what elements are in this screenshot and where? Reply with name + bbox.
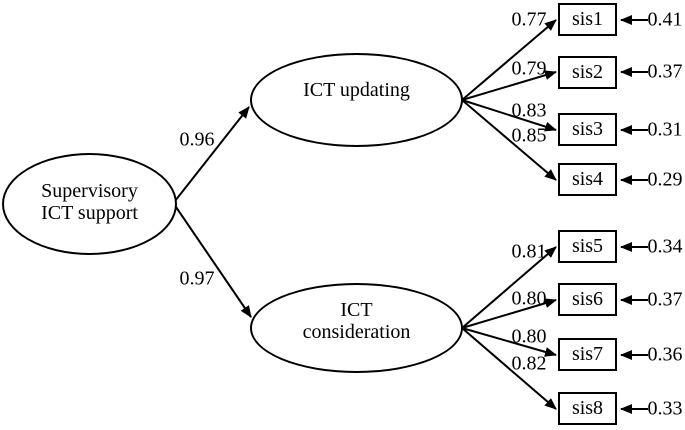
- indicator-box-sis1: sis1: [558, 3, 617, 36]
- loading-value-sis1: 0.77: [511, 8, 547, 31]
- loading-arrow-sis6: [461, 298, 557, 329]
- path-arrow-consideration: [175, 206, 252, 318]
- indicator-label: sis1: [571, 8, 604, 30]
- error-value-sis3: 0.31: [647, 118, 683, 141]
- indicator-label: sis2: [571, 61, 604, 83]
- latent-label: ICT updating: [303, 79, 410, 101]
- loading-arrow-sis7: [461, 327, 557, 357]
- loading-value-sis5: 0.81: [511, 240, 547, 263]
- loading-value-sis4: 0.85: [511, 124, 547, 147]
- indicator-label: sis8: [571, 397, 604, 419]
- loading-arrow-sis2: [461, 70, 557, 101]
- loading-value-sis3: 0.83: [511, 99, 547, 122]
- indicator-label: sis3: [571, 118, 604, 140]
- indicator-box-sis6: sis6: [558, 283, 617, 316]
- indicator-box-sis5: sis5: [558, 230, 617, 263]
- path-coefficient-consideration: 0.97: [179, 267, 215, 290]
- indicator-label: sis6: [571, 288, 604, 310]
- path-coefficient-updating: 0.96: [179, 128, 215, 151]
- error-value-sis4: 0.29: [647, 168, 683, 191]
- loading-value-sis2: 0.79: [511, 57, 547, 80]
- loading-value-sis6: 0.80: [511, 287, 547, 310]
- error-value-sis8: 0.33: [647, 397, 683, 420]
- latent-label-line2: consideration: [302, 321, 411, 343]
- latent-label-line1: ICT: [340, 299, 373, 321]
- indicator-box-sis2: sis2: [558, 56, 617, 89]
- error-value-sis1: 0.41: [647, 8, 683, 31]
- indicator-label: sis7: [571, 343, 604, 365]
- path-arrow-updating: [174, 106, 250, 202]
- loading-arrow-sis4: [461, 99, 557, 181]
- loading-arrow-sis8: [461, 327, 557, 410]
- loading-value-sis8: 0.82: [511, 352, 547, 375]
- loading-arrow-sis1: [461, 19, 557, 101]
- latent-ict-updating: ICT updating: [250, 53, 463, 147]
- latent-label-line2: ICT support: [41, 202, 138, 224]
- indicator-label: sis4: [571, 168, 604, 190]
- error-value-sis2: 0.37: [647, 60, 683, 83]
- error-value-sis6: 0.37: [647, 288, 683, 311]
- loading-value-sis7: 0.80: [511, 325, 547, 348]
- latent-ict-consideration: ICT consideration: [250, 283, 463, 373]
- error-value-sis5: 0.34: [647, 235, 683, 258]
- loading-arrow-sis5: [461, 246, 557, 329]
- loading-arrow-sis3: [461, 99, 557, 132]
- latent-supervisory-ict-support: Supervisory ICT support: [2, 153, 177, 255]
- indicator-box-sis4: sis4: [558, 163, 617, 196]
- error-value-sis7: 0.36: [647, 343, 683, 366]
- indicator-box-sis3: sis3: [558, 113, 617, 146]
- latent-label-line1: Supervisory: [41, 180, 138, 202]
- indicator-label: sis5: [571, 235, 604, 257]
- indicator-box-sis7: sis7: [558, 338, 617, 371]
- indicator-box-sis8: sis8: [558, 392, 617, 425]
